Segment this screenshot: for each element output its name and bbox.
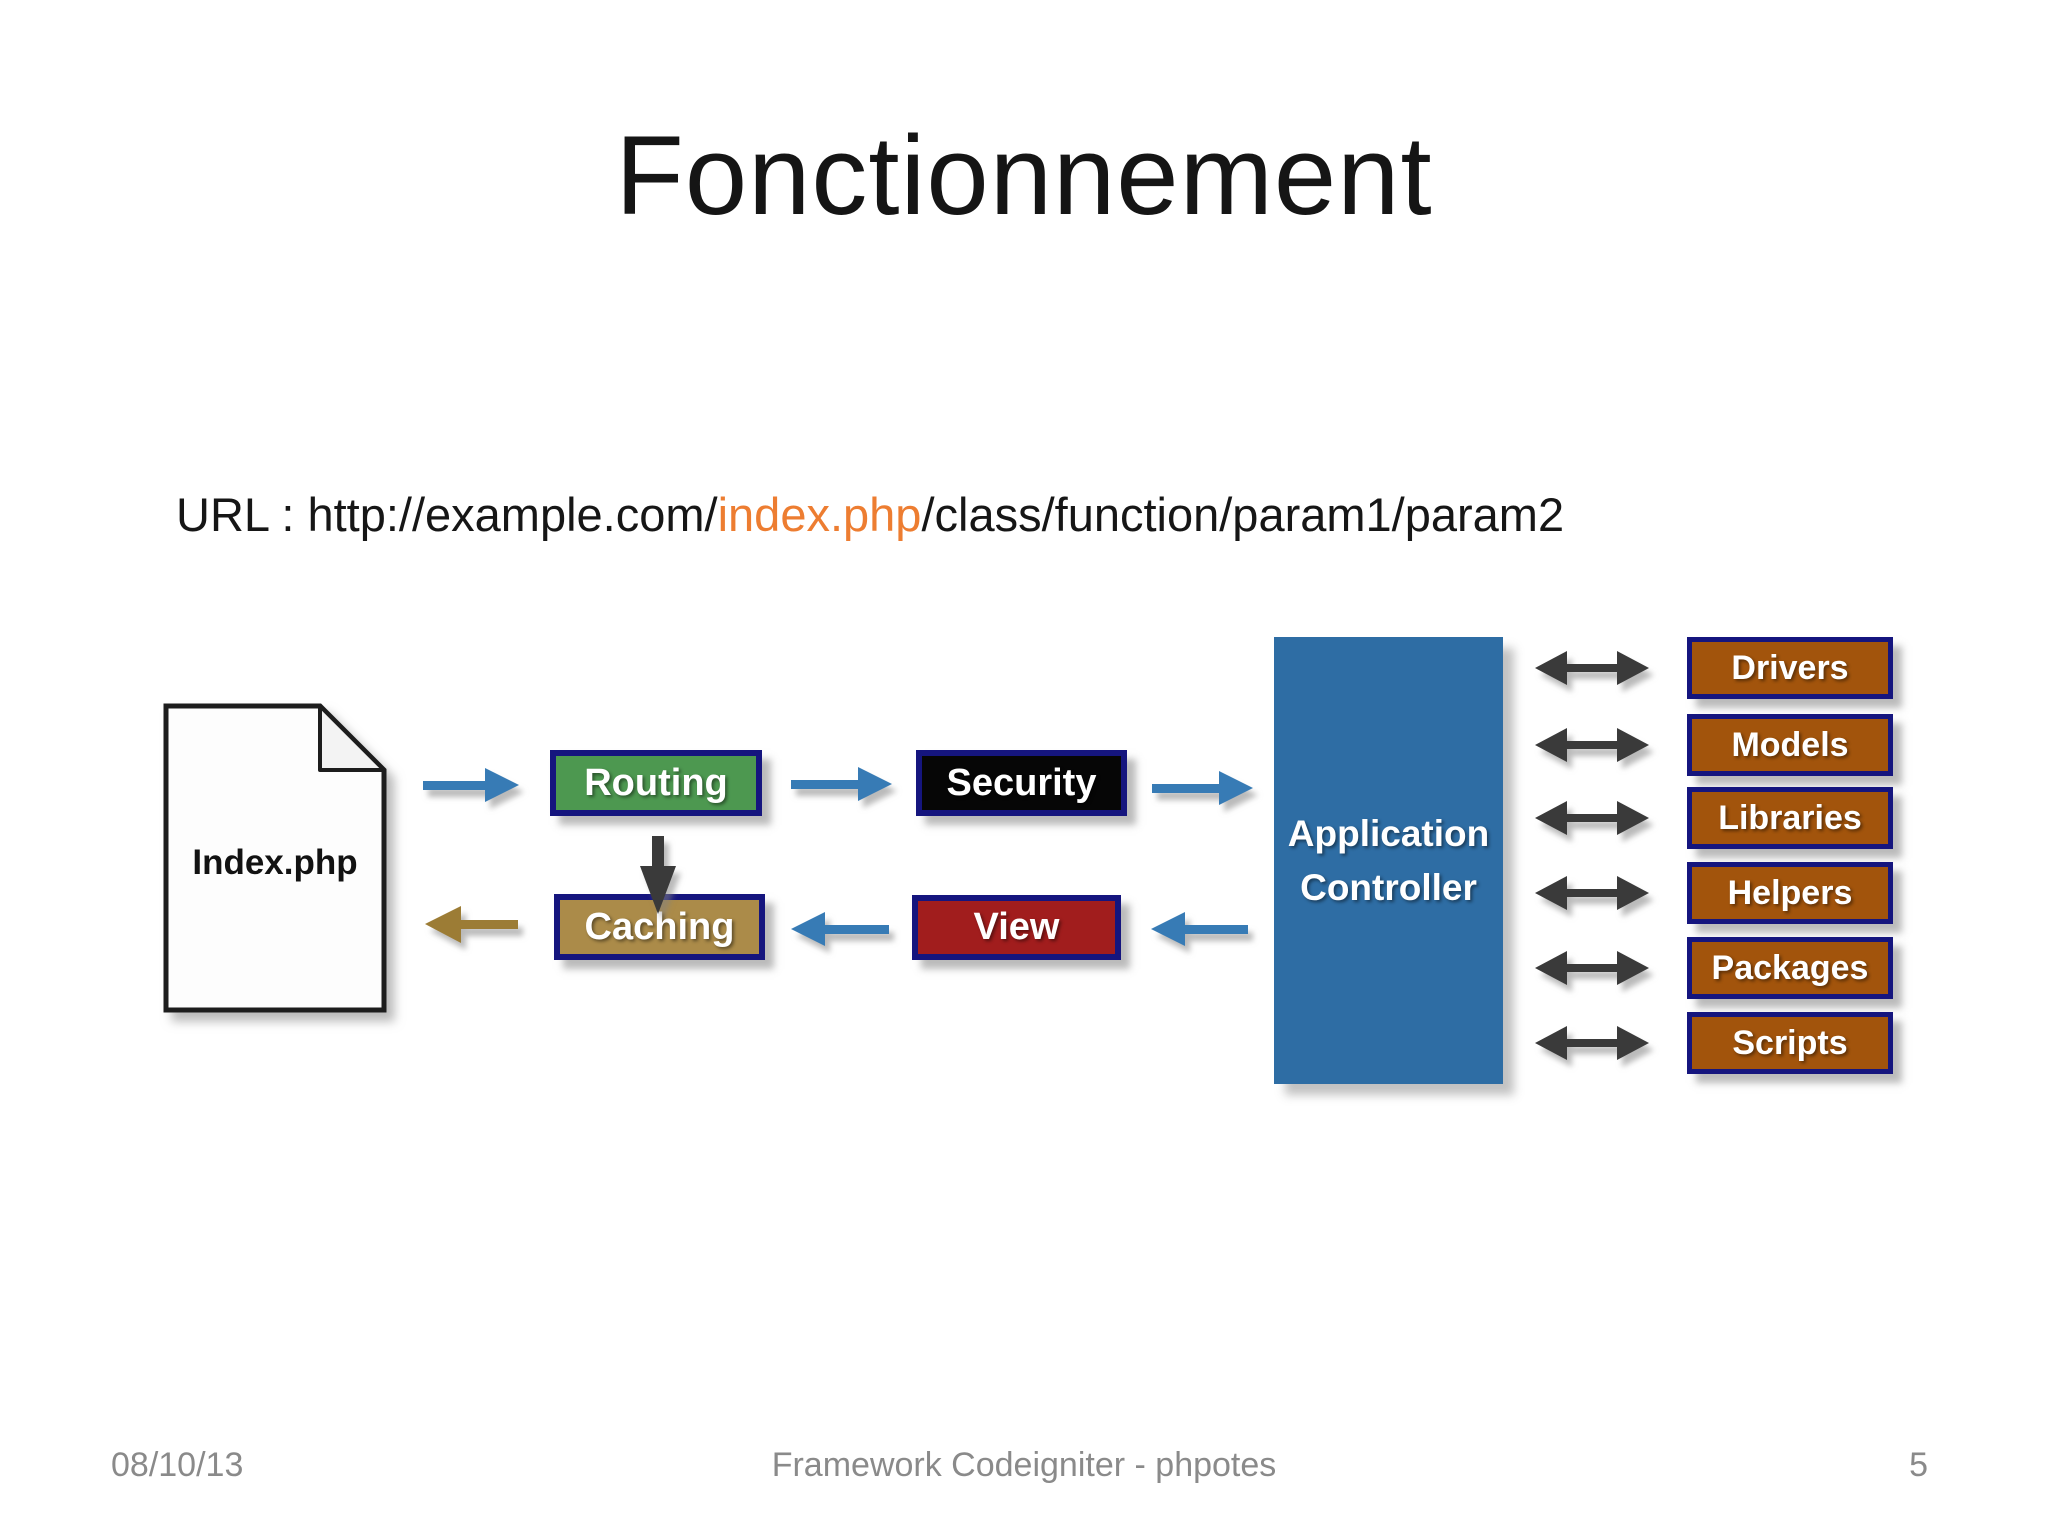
flow-arrow-down-icon <box>640 836 676 914</box>
double-arrow-icon <box>1535 799 1649 837</box>
security-label: Security <box>946 761 1097 804</box>
footer-date: 08/10/13 <box>111 1446 244 1484</box>
routing-label: Routing <box>584 761 728 804</box>
view-box: View <box>912 895 1121 960</box>
flow-arrow-right-icon <box>1152 771 1253 805</box>
view-label: View <box>973 906 1060 948</box>
module-label: Helpers <box>1727 873 1853 912</box>
footer-title: Framework Codeigniter - phpotes <box>771 1446 1277 1484</box>
flow-arrow-right-icon <box>423 768 519 802</box>
double-arrow-icon <box>1535 726 1649 764</box>
document-icon: Index.php <box>163 703 387 1013</box>
double-arrow-icon <box>1535 874 1649 912</box>
application-controller-box: Application Controller <box>1274 637 1503 1084</box>
module-label: Drivers <box>1731 648 1849 687</box>
double-arrow-icon <box>1535 949 1649 987</box>
double-arrow-icon <box>1535 1024 1649 1062</box>
module-box-scripts: Scripts <box>1687 1012 1893 1074</box>
url-line: URL : http://example.com/index.php/class… <box>176 487 1564 542</box>
double-arrow-icon <box>1535 649 1649 687</box>
caching-label: Caching <box>584 905 735 948</box>
module-label: Models <box>1731 725 1849 764</box>
module-box-helpers: Helpers <box>1687 862 1893 924</box>
routing-box: Routing <box>550 750 762 816</box>
flow-arrow-right-icon <box>791 767 892 801</box>
module-label: Libraries <box>1718 798 1862 837</box>
module-box-models: Models <box>1687 714 1893 776</box>
module-label: Packages <box>1711 948 1869 987</box>
module-box-drivers: Drivers <box>1687 637 1893 699</box>
footer-page-number: 5 <box>1909 1446 1928 1484</box>
index-file-label: Index.php <box>192 843 357 882</box>
controller-label-line1: Application <box>1287 812 1490 854</box>
flow-arrow-left-icon <box>1151 912 1248 946</box>
module-label: Scripts <box>1732 1023 1848 1062</box>
module-box-libraries: Libraries <box>1687 787 1893 849</box>
url-highlight: index.php <box>717 488 922 541</box>
security-box: Security <box>916 750 1127 816</box>
controller-label-line2: Controller <box>1300 866 1477 908</box>
url-suffix: /class/function/param1/param2 <box>921 488 1565 541</box>
flow-arrow-left-icon <box>791 912 889 946</box>
return-arrow-left-icon <box>425 906 518 943</box>
url-prefix: URL : http://example.com/ <box>176 488 718 541</box>
module-box-packages: Packages <box>1687 937 1893 999</box>
slide-title: Fonctionnement <box>615 113 1433 238</box>
